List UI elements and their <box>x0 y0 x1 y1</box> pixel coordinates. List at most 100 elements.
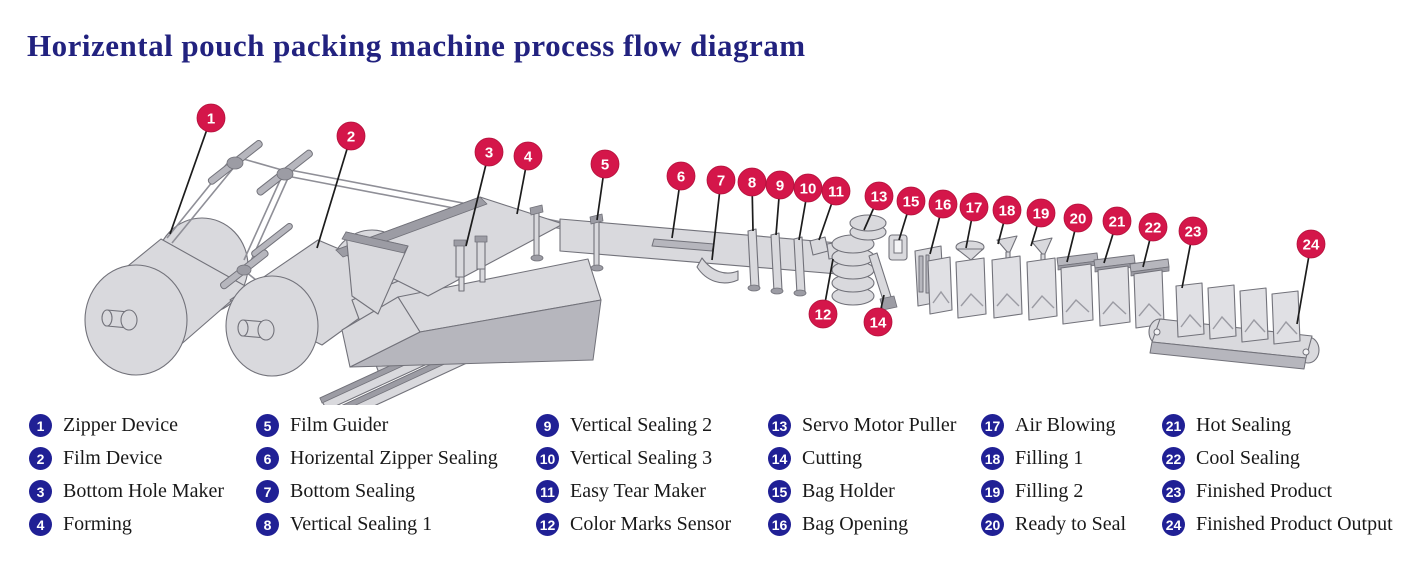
marker-circle <box>1026 198 1056 228</box>
marker-circle <box>474 137 504 167</box>
legend-label: Color Marks Sensor <box>570 513 732 535</box>
marker-24: 24 <box>1296 229 1326 325</box>
marker-number: 3 <box>485 145 493 162</box>
bag-holder-bracket <box>888 234 908 261</box>
marker-circle <box>336 121 366 151</box>
marker-number: 24 <box>1303 237 1320 254</box>
marker-10: 10 <box>793 173 823 241</box>
marker-circle <box>1063 203 1093 233</box>
legend-number-badge: 13 <box>768 414 791 437</box>
marker-circle <box>706 165 736 195</box>
legend-label: Vertical Sealing 2 <box>570 414 713 436</box>
marker-number: 22 <box>1145 220 1162 237</box>
legend-label: Ready to Seal <box>1015 513 1127 535</box>
finished-pouches <box>1175 282 1301 345</box>
legend-label: Finished Product <box>1196 480 1333 502</box>
marker-leader-line <box>169 117 212 235</box>
marker-5: 5 <box>590 149 620 221</box>
marker-6: 6 <box>666 161 696 239</box>
legend-number-badge: 3 <box>29 480 52 503</box>
marker-number: 23 <box>1185 224 1202 241</box>
marker-circle <box>513 141 543 171</box>
legend-number-badge: 8 <box>256 513 279 536</box>
marker-14: 14 <box>863 294 893 337</box>
legend-number-badge: 17 <box>981 414 1004 437</box>
marker-number: 2 <box>347 129 355 146</box>
marker-leader-line <box>465 151 490 247</box>
marker-circle <box>666 161 696 191</box>
legend-label: Bottom Sealing <box>290 480 415 502</box>
legend-label: Cutting <box>802 447 863 469</box>
machine-illustration <box>84 140 1320 405</box>
marker-15: 15 <box>896 186 926 241</box>
legend-label: Air Blowing <box>1015 414 1116 436</box>
marker-number: 7 <box>717 173 725 190</box>
legend-number-badge: 1 <box>29 414 52 437</box>
marker-circle <box>992 195 1022 225</box>
legend-label: Vertical Sealing 3 <box>570 447 713 469</box>
legend-item-18: 18 Filling 1 <box>981 442 1126 475</box>
marker-circle <box>959 192 989 222</box>
marker-13: 13 <box>863 181 894 231</box>
marker-3: 3 <box>465 137 504 247</box>
bag-opening-station <box>914 245 953 315</box>
air-blowing-station <box>955 240 987 319</box>
marker-number: 1 <box>207 111 215 128</box>
marker-4: 4 <box>513 141 543 215</box>
marker-number: 19 <box>1033 206 1050 223</box>
marker-circle <box>808 299 838 329</box>
vertical-sealers <box>747 228 807 297</box>
film-guider-posts <box>529 204 604 272</box>
marker-number: 11 <box>828 184 844 201</box>
marker-number: 9 <box>776 178 784 195</box>
marker-1: 1 <box>169 103 226 235</box>
marker-23: 23 <box>1178 216 1208 289</box>
marker-circle <box>863 307 893 337</box>
marker-circle <box>896 186 926 216</box>
legend-number-badge: 12 <box>536 513 559 536</box>
legend-item-12: 12 Color Marks Sensor <box>536 508 731 541</box>
legend-label: Filling 1 <box>1015 447 1084 469</box>
legend-number-badge: 19 <box>981 480 1004 503</box>
marker-number: 17 <box>966 200 983 217</box>
cool-sealing-station <box>1129 258 1170 329</box>
marker-19: 19 <box>1026 198 1056 247</box>
legend-number-badge: 21 <box>1162 414 1185 437</box>
marker-number: 6 <box>677 169 685 186</box>
filling-1-station <box>991 235 1023 319</box>
legend-number-badge: 18 <box>981 447 1004 470</box>
marker-number: 10 <box>800 181 817 198</box>
marker-number: 13 <box>871 189 888 206</box>
hot-sealing-station <box>1093 254 1136 327</box>
marker-21: 21 <box>1102 206 1132 264</box>
legend-number-badge: 7 <box>256 480 279 503</box>
marker-circle <box>1178 216 1208 246</box>
bottom-hole-maker-tools <box>453 235 488 292</box>
page-title: Horizental pouch packing machine process… <box>27 28 806 63</box>
film-roll-1 <box>84 217 249 376</box>
legend-number-badge: 9 <box>536 414 559 437</box>
marker-22: 22 <box>1138 212 1168 268</box>
marker-8: 8 <box>737 167 767 232</box>
marker-7: 7 <box>706 165 736 261</box>
legend-number-badge: 15 <box>768 480 791 503</box>
